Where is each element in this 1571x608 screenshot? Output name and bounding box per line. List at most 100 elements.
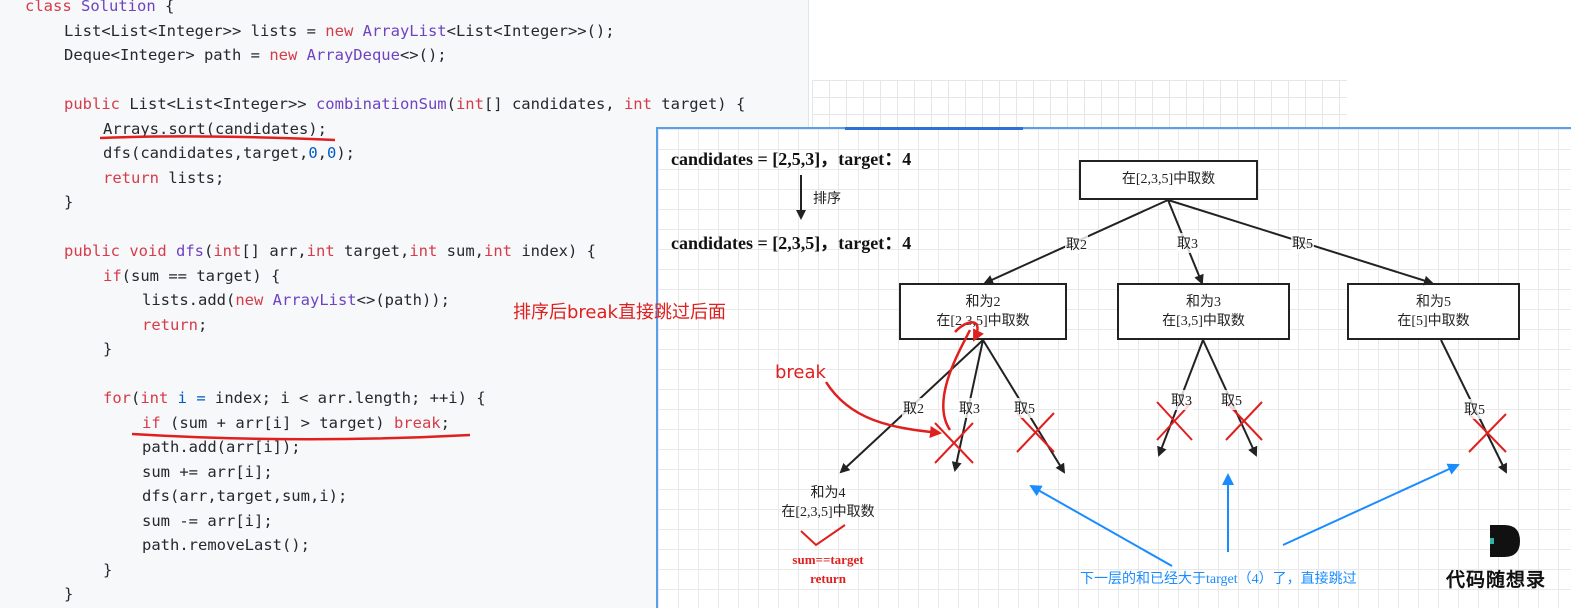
code-line[interactable]: }	[64, 190, 73, 214]
code-token: List<List<Integer>> lists =	[64, 21, 326, 40]
edge-label-c3-take5: 取5	[1463, 399, 1486, 419]
code-token: new	[235, 291, 273, 309]
code-token: dfs(arr,target,sum,i);	[142, 487, 348, 505]
code-line[interactable]: Deque<Integer> path = new ArrayDeque<>()…	[64, 43, 447, 67]
code-token: ,	[317, 144, 327, 162]
candidates-sorted-label: candidates = [2,3,5]，target：4	[671, 233, 912, 253]
code-token: List<List<Integer>>	[129, 95, 316, 113]
code-line[interactable]: return;	[142, 313, 207, 337]
code-token: (	[131, 389, 141, 407]
candidates-original-label: candidates = [2,5,3]，target：4	[671, 149, 912, 169]
code-token: int	[306, 242, 335, 260]
code-token: for	[103, 389, 131, 407]
code-token: public	[64, 95, 130, 113]
code-token: int	[455, 95, 484, 113]
code-line[interactable]: public List<List<Integer>> combinationSu…	[64, 92, 745, 116]
code-token: int	[623, 95, 652, 113]
code-token: ArrayList	[272, 291, 357, 309]
background-grid	[812, 80, 1347, 132]
code-line[interactable]: List<List<Integer>> lists = new ArrayLis…	[64, 19, 615, 43]
code-token: path.add(arr[i]);	[142, 438, 301, 456]
code-line[interactable]: path.add(arr[i]);	[142, 435, 301, 459]
code-token: =	[196, 389, 216, 407]
node-range-text: 在[3,5]中取数	[1162, 314, 1245, 329]
code-token: new	[269, 46, 307, 64]
code-line[interactable]: for(int i = index; i < arr.length; ++i) …	[103, 386, 486, 410]
code-token: (	[204, 242, 214, 260]
edge-label-c1-take3: 取3	[958, 398, 981, 418]
node-range-text: 在[2,3,5]中取数	[936, 314, 1030, 329]
code-token: (sum == target) {	[121, 266, 281, 285]
tree-node-sum-5: 和为5 在[5]中取数	[1347, 283, 1520, 340]
code-token: sum -= arr[i];	[142, 511, 273, 530]
code-token: <>(path));	[356, 291, 450, 309]
tree-node-sum-2: 和为2 在[2,3,5]中取数	[899, 283, 1067, 340]
code-token: return	[142, 315, 198, 334]
tree-node-sum-3: 和为3 在[3,5]中取数	[1117, 283, 1290, 340]
code-line[interactable]: Arrays.sort(candidates);	[103, 117, 327, 141]
code-token: }	[64, 193, 74, 211]
leaf-result: sum==target return	[768, 550, 888, 588]
code-token: }	[103, 560, 113, 579]
code-token: path.removeLast();	[142, 536, 310, 554]
code-line[interactable]: class Solution {	[25, 0, 174, 18]
brand-logo-text: 代码随想录	[1446, 569, 1547, 591]
code-token: new	[325, 21, 363, 40]
node-sum-text: 和为3	[1186, 295, 1221, 310]
leaf-node-sum-4: 和为4 在[2,3,5]中取数	[768, 484, 888, 522]
code-token: ;	[440, 413, 450, 432]
annotation-sort-break-note: 排序后break直接跳过后面	[513, 302, 726, 323]
code-line[interactable]: dfs(arr,target,sum,i);	[142, 484, 347, 508]
code-token: );	[336, 144, 356, 162]
code-line[interactable]: if(sum == target) {	[103, 264, 280, 288]
code-line[interactable]: dfs(candidates,target,0,0);	[103, 141, 355, 165]
leaf-sum-text: 和为4	[810, 486, 846, 501]
code-token: ArrayDeque	[306, 46, 400, 64]
node-sum-text: 和为2	[965, 295, 1001, 310]
code-token: public	[64, 242, 130, 260]
code-line[interactable]: return lists;	[103, 166, 224, 190]
leaf-return-text: return	[810, 571, 846, 586]
code-token: (	[446, 95, 456, 113]
code-token: Deque<Integer> path =	[64, 46, 270, 64]
code-token: [] arr,	[241, 242, 307, 260]
code-line[interactable]: sum -= arr[i];	[142, 509, 273, 533]
leaf-condition-text: sum==target	[792, 552, 864, 567]
code-token: sum,	[437, 242, 484, 260]
edge-label-c1-take5: 取5	[1013, 398, 1036, 418]
code-token: }	[103, 340, 113, 358]
code-token: lists.add(	[142, 291, 236, 309]
code-line[interactable]: path.removeLast();	[142, 533, 310, 557]
code-token: break	[393, 413, 441, 432]
code-token: Arrays.sort(candidates);	[103, 119, 327, 138]
code-token: class	[25, 0, 81, 15]
code-token: 0	[327, 144, 337, 162]
code-token: Solution	[81, 0, 156, 15]
code-token: dfs	[176, 242, 204, 260]
node-range-text: 在[5]中取数	[1397, 314, 1470, 329]
code-token: void	[129, 242, 176, 260]
code-token: index; i < arr.length; ++i) {	[215, 389, 486, 407]
edge-label-c2-take5: 取5	[1220, 390, 1243, 410]
code-token: ArrayList	[362, 21, 447, 40]
selection-highlight-bar	[845, 127, 1023, 130]
code-line[interactable]: }	[64, 582, 73, 606]
edge-label-root-take2: 取2	[1065, 234, 1088, 254]
code-token: <>();	[399, 46, 447, 64]
code-token: return	[103, 168, 169, 187]
code-line[interactable]: sum += arr[i];	[142, 460, 273, 484]
code-line[interactable]: }	[103, 337, 112, 361]
code-token: [] candidates,	[483, 95, 624, 113]
code-line[interactable]: lists.add(new ArrayList<>(path));	[142, 288, 450, 312]
code-token: int	[213, 242, 242, 260]
code-token: i	[177, 389, 197, 407]
code-token: target) {	[651, 95, 746, 113]
code-line[interactable]: public void dfs(int[] arr,int target,int…	[64, 239, 596, 263]
code-line[interactable]: if (sum + arr[i] > target) break;	[142, 411, 450, 435]
code-token: <List<Integer>>();	[446, 21, 615, 40]
code-token: {	[155, 0, 175, 15]
code-token: 0	[308, 144, 318, 162]
code-line[interactable]: }	[103, 558, 112, 582]
node-sum-text: 和为5	[1416, 295, 1451, 310]
edge-label-root-take3: 取3	[1176, 233, 1199, 253]
